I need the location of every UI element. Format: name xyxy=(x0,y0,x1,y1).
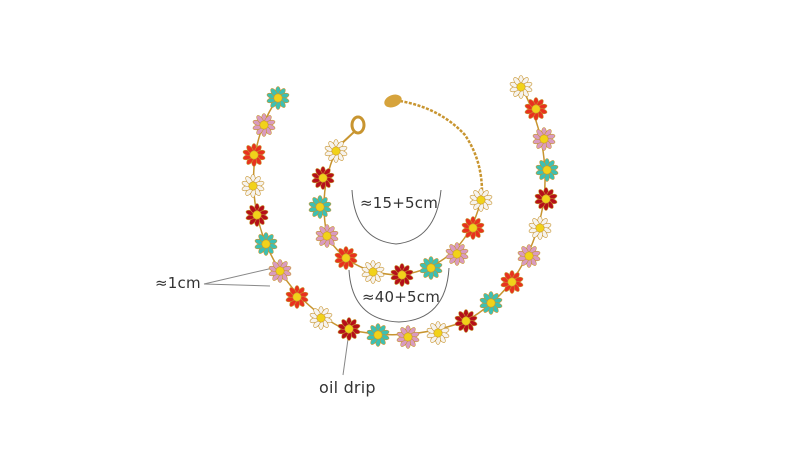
necklace-flower xyxy=(337,317,361,341)
necklace-flower xyxy=(366,323,390,347)
bracelet-flower xyxy=(469,188,493,212)
flowers-layer xyxy=(241,75,559,349)
necklace-flower xyxy=(245,203,269,227)
necklace-flower xyxy=(509,75,533,99)
bracelet-flower xyxy=(361,260,385,284)
bracelet-flower xyxy=(308,195,332,219)
bracelet-length-label: ≈15+5cm xyxy=(360,194,439,212)
necklace-flower xyxy=(309,306,333,330)
size-leader-lines xyxy=(203,267,274,287)
necklace-flower xyxy=(426,321,450,345)
extender-chain xyxy=(399,99,484,193)
bracelet-flower xyxy=(419,256,443,280)
flower-size-label: ≈1cm xyxy=(155,274,201,292)
necklace-flower xyxy=(500,270,524,294)
bracelet-flower xyxy=(311,166,335,190)
necklace-flower xyxy=(535,158,559,182)
bracelet-flower xyxy=(445,242,469,266)
necklace-flower xyxy=(517,244,541,268)
bracelet-flower xyxy=(334,246,358,270)
necklace-flower xyxy=(532,127,556,151)
necklace-flower xyxy=(534,187,558,211)
necklace-flower xyxy=(479,291,503,315)
necklace-flower xyxy=(454,309,478,333)
necklace-flower xyxy=(266,86,290,110)
finish-label: oil drip xyxy=(319,378,376,397)
necklace-flower xyxy=(396,325,420,349)
necklace-flower xyxy=(524,97,548,121)
bracelet-measure-arc xyxy=(351,189,442,245)
lobster-clasp xyxy=(339,115,366,146)
necklace-flower xyxy=(254,232,278,256)
necklace-flower xyxy=(528,216,552,240)
necklace-flower xyxy=(268,259,292,283)
bracelet-flower xyxy=(461,216,485,240)
necklace-flower xyxy=(242,143,266,167)
necklace-length-label: ≈40+5cm xyxy=(362,288,441,306)
brand-tag xyxy=(384,94,402,108)
bracelet-flower xyxy=(390,263,414,287)
bracelet-flower xyxy=(315,224,339,248)
necklace-flower xyxy=(285,285,309,309)
necklace-flower xyxy=(241,174,265,198)
bracelet-flower xyxy=(324,139,348,163)
necklace-measure-arc xyxy=(348,267,450,323)
necklace-flower xyxy=(252,113,276,137)
